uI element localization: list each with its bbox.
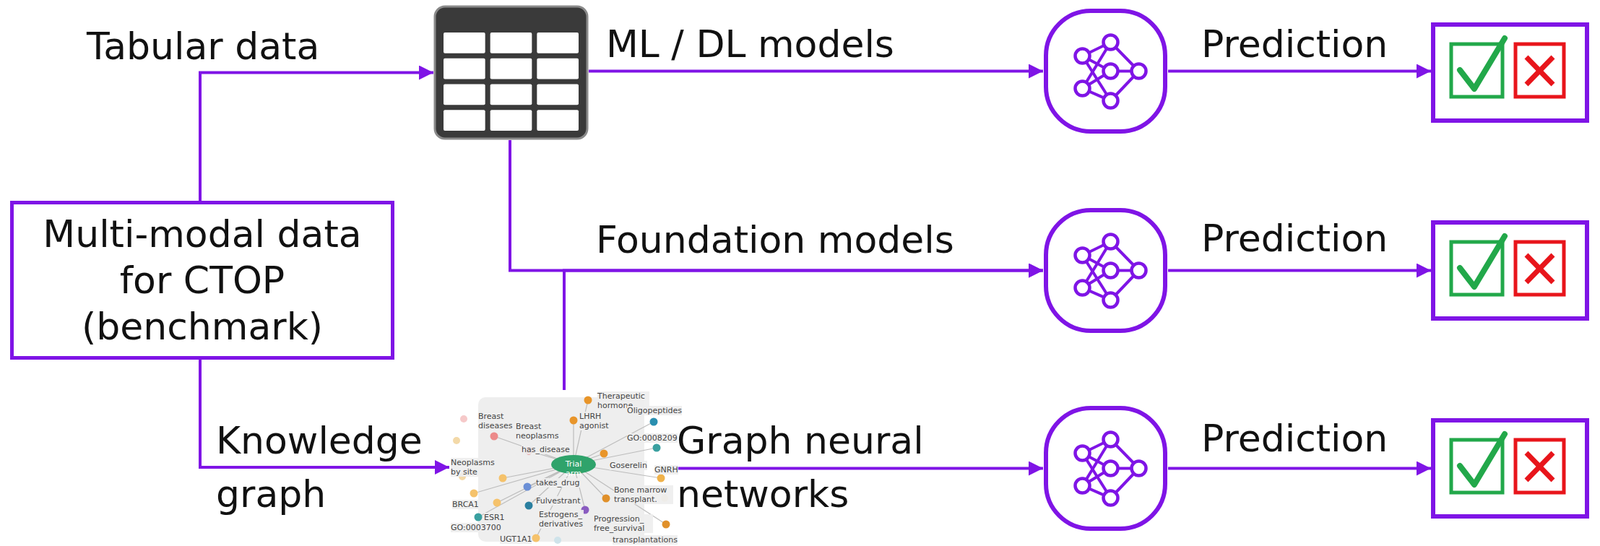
connector-arrow (200, 72, 434, 202)
prediction-box (1430, 22, 1590, 123)
graph-label: Neoplasms by site (450, 457, 497, 477)
edge-label: Prediction (1201, 215, 1388, 262)
prediction-box (1430, 220, 1590, 321)
graph-label: LHRH agonist (579, 411, 616, 431)
graph-label: Estrogens_ derivatives (538, 509, 584, 529)
model-icon (1043, 207, 1169, 334)
connector-arrow (1168, 269, 1431, 273)
edge-label: Prediction (1201, 20, 1388, 68)
box-text: Multi-modal data for CTOP (benchmark) (28, 210, 376, 350)
graph-label: GO:0008209 (626, 433, 678, 443)
outcome-symbols (1435, 26, 1585, 119)
edge-label: Prediction (1201, 415, 1388, 462)
graph-label: Goserelin (609, 460, 648, 471)
graph-label: Progression_ free_survival (593, 514, 654, 534)
edge-label: Tabular data (86, 23, 320, 70)
graph-label: Bone marrow transplant. (613, 485, 674, 505)
graph-label: GNRH (654, 465, 679, 475)
table-symbol (433, 5, 589, 141)
edge-label: ML / DL models (606, 20, 895, 68)
network-symbol (1043, 7, 1169, 135)
graph-label: Breast diseases (478, 411, 515, 431)
graph-label: BRCA1 (452, 499, 479, 510)
model-icon (1043, 7, 1169, 135)
graph-label: UGT1A1 (499, 534, 532, 544)
model-icon (1043, 405, 1169, 532)
table-icon (433, 5, 589, 141)
connector-arrow (588, 70, 1044, 73)
edge-label: Graph neural networks (676, 413, 966, 521)
connector-arrow (564, 270, 1044, 391)
graph-label: GO:0003700 (450, 522, 502, 533)
graph-label: takes_drug (535, 478, 581, 488)
prediction-box (1430, 418, 1590, 519)
connector-arrow (673, 467, 1044, 471)
connector-arrow (1168, 70, 1431, 73)
network-symbol (1043, 405, 1169, 532)
network-symbol (1043, 207, 1169, 334)
graph-label: Oligopeptides (626, 405, 682, 416)
connector-arrow (1168, 467, 1431, 471)
graph-label: Fulvestrant (535, 496, 581, 506)
graph-label: transplantations (612, 535, 678, 545)
graph-label: has_disease (521, 444, 570, 455)
process-box: Multi-modal data for CTOP (benchmark) (10, 200, 395, 360)
graph-label: Breast neoplasms (515, 421, 561, 441)
edge-label: Foundation models (595, 216, 955, 263)
connector-arrow (509, 140, 1044, 271)
edge-label: Knowledge graph (215, 413, 448, 521)
entity-node-label: Trial arm (556, 459, 591, 479)
outcome-symbols (1435, 224, 1585, 317)
graph-label: ESR1 (483, 512, 505, 523)
outcome-symbols (1435, 422, 1585, 515)
